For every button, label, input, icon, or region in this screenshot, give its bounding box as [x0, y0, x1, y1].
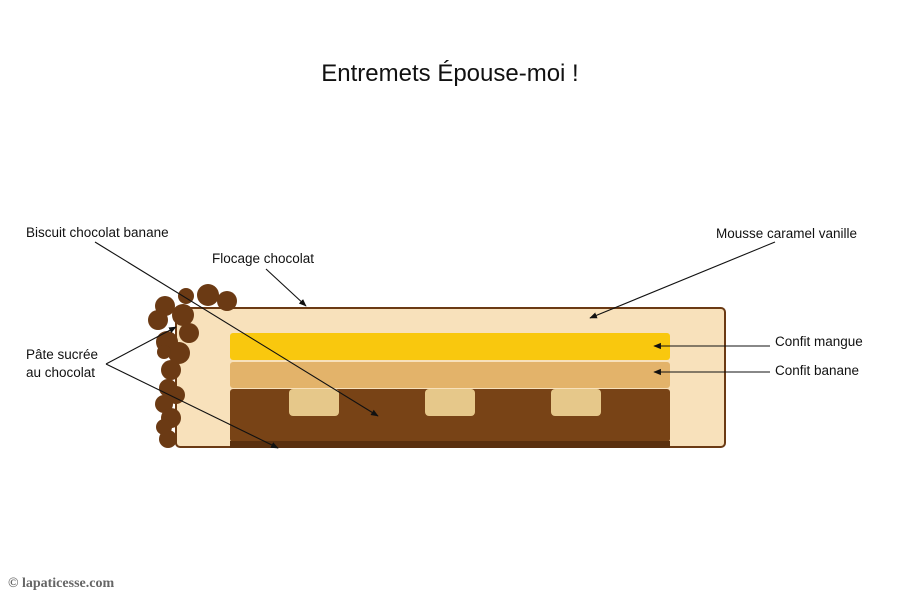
leader-pate-upper [105, 326, 177, 365]
flocage-dots [148, 284, 237, 448]
label-biscuit: Biscuit chocolat banane [26, 225, 169, 240]
leader-mousse [589, 241, 776, 319]
copyright-credit: © lapaticesse.com [8, 576, 115, 591]
banana-piece [425, 389, 475, 416]
confit-mangue-layer [230, 333, 670, 360]
banana-piece [551, 389, 601, 416]
label-confit-mangue: Confit mangue [775, 334, 863, 349]
leader-pate-lower [105, 363, 279, 449]
leader-flocage [265, 268, 307, 307]
label-pate-line1: Pâte sucrée [26, 347, 99, 362]
label-flocage: Flocage chocolat [212, 251, 315, 266]
label-pate-line2: au chocolat [26, 365, 96, 380]
diagram-title: Entremets Épouse-moi ! [321, 60, 579, 87]
leader-biscuit [94, 241, 379, 417]
label-mousse: Mousse caramel vanille [716, 226, 858, 241]
confit-banane-layer [230, 362, 670, 388]
banana-piece [289, 389, 339, 416]
label-confit-banane: Confit banane [775, 363, 860, 378]
pate-sucree-layer [230, 441, 670, 448]
